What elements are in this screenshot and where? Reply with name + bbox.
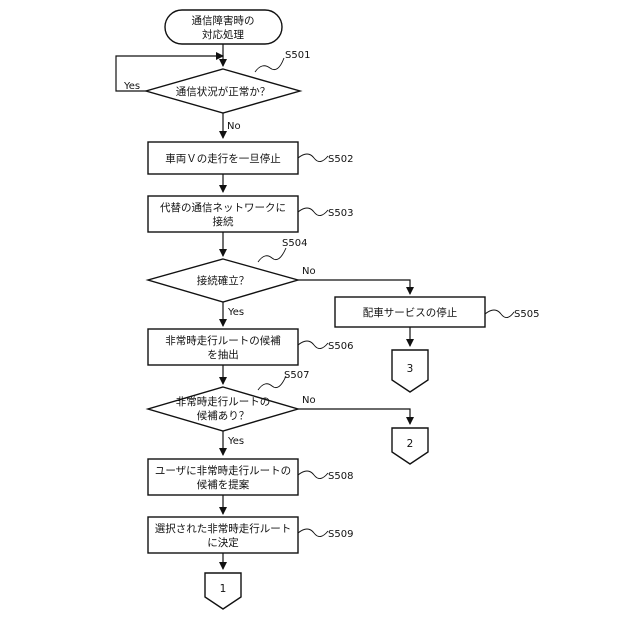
branch-no-s501: No: [227, 121, 241, 132]
decision-s507: 非常時走行ルートの 候補あり？: [148, 387, 298, 431]
process-s506-line1: 非常時走行ルートの候補: [165, 334, 281, 347]
step-code-s503: S503: [328, 208, 353, 219]
decision-s504-text: 接続確立？: [197, 274, 250, 287]
process-s506: 非常時走行ルートの候補 を抽出: [148, 329, 298, 365]
offpage-connector-1: 1: [205, 573, 241, 609]
decision-s507-line1: 非常時走行ルートの: [176, 395, 271, 408]
branch-yes-s504: Yes: [227, 307, 244, 318]
step-code-s502: S502: [328, 154, 353, 165]
offpage-connector-3: 3: [392, 350, 428, 392]
leader-line: [298, 208, 328, 216]
step-code-s504: S504: [282, 238, 307, 249]
branch-arrow-no: [298, 280, 410, 294]
branch-no-s504: No: [302, 266, 316, 277]
leader-line: [485, 310, 514, 318]
process-s509: 選択された非常時走行ルート に決定: [148, 517, 298, 553]
process-s503-line1: 代替の通信ネットワークに: [160, 201, 286, 214]
process-s509-line2: に決定: [207, 536, 239, 549]
process-s503-line2: 接続: [213, 215, 234, 228]
offpage-connector-2: 2: [392, 428, 428, 464]
process-s502-text: 車両Ｖの走行を一旦停止: [165, 152, 281, 165]
process-s506-line2: を抽出: [207, 348, 239, 361]
leader-line: [298, 471, 328, 479]
leader-line: [298, 154, 328, 162]
connector-3-label: 3: [407, 363, 414, 375]
start-terminal: 通信障害時の 対応処理: [165, 10, 282, 44]
process-s508-line2: 候補を提案: [197, 478, 250, 491]
process-s508-line1: ユーザに非常時走行ルートの: [155, 464, 291, 477]
leader-line: [298, 341, 328, 349]
leader-line: [255, 58, 284, 72]
step-code-s507: S507: [284, 370, 309, 381]
process-s509-line1: 選択された非常時走行ルート: [155, 522, 292, 535]
process-s502: 車両Ｖの走行を一旦停止: [148, 142, 298, 174]
decision-s507-line2: 候補あり？: [197, 409, 250, 422]
start-label-line2: 対応処理: [202, 28, 244, 41]
step-code-s508: S508: [328, 471, 353, 482]
connector-2-label: 2: [407, 438, 414, 450]
decision-s501: 通信状況が正常か？: [146, 69, 300, 113]
leader-line: [298, 529, 328, 537]
decision-s504: 接続確立？: [148, 259, 298, 302]
start-label-line1: 通信障害時の: [192, 14, 255, 27]
process-s505: 配車サービスの停止: [335, 297, 485, 327]
step-code-s501: S501: [285, 50, 310, 61]
process-s503: 代替の通信ネットワークに 接続: [148, 196, 298, 232]
branch-yes-s501: Yes: [123, 81, 140, 92]
step-code-s506: S506: [328, 341, 353, 352]
process-s508: ユーザに非常時走行ルートの 候補を提案: [148, 459, 298, 495]
step-code-s509: S509: [328, 529, 353, 540]
connector-1-label: 1: [220, 583, 227, 595]
branch-yes-s507: Yes: [227, 436, 244, 447]
branch-no-s507: No: [302, 395, 316, 406]
decision-s501-text: 通信状況が正常か？: [176, 85, 271, 98]
step-code-s505: S505: [514, 309, 539, 320]
leader-line: [258, 248, 286, 262]
process-s505-text: 配車サービスの停止: [363, 306, 458, 319]
branch-arrow-no: [298, 409, 410, 424]
leader-line: [258, 376, 286, 390]
